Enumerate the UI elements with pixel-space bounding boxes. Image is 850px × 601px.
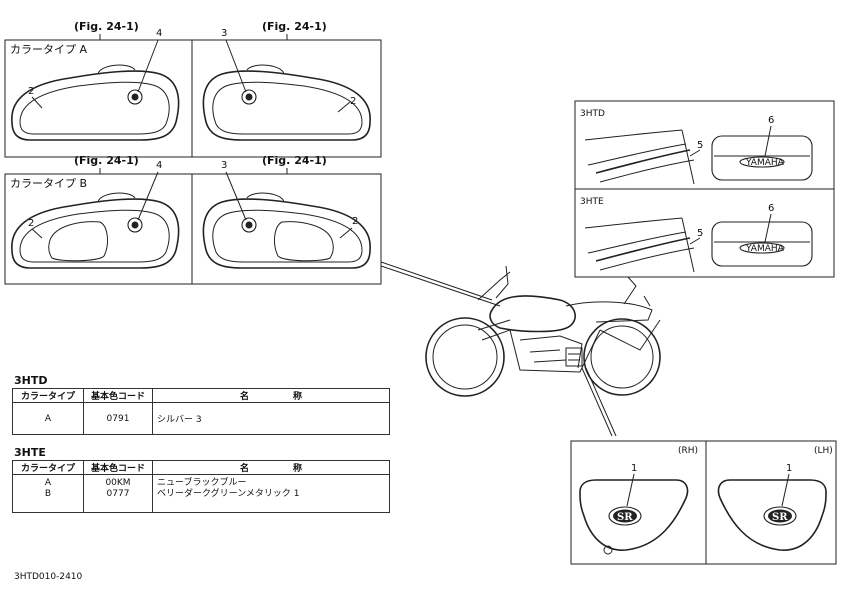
tank-b-left: 4 2 (11, 160, 180, 269)
header-base-color-code: 基本色コード (83, 388, 153, 403)
callout-4-a: 4 (156, 28, 162, 39)
callout-1-rh: 1 (631, 463, 637, 474)
callout-6-3htd: 6 (768, 115, 774, 126)
tank-a-left: 4 2 (11, 28, 180, 141)
header-name: 名称 (152, 388, 390, 403)
motorcycle-illustration (425, 265, 661, 437)
model-3hte: 3HTE (14, 446, 46, 459)
header-color-type: カラータイプ (12, 460, 84, 475)
callout-3-a: 3 (221, 28, 227, 39)
fig-ref-a-left: (Fig. 24-1) (74, 20, 139, 33)
callout-5-3hte: 5 (697, 228, 703, 239)
table-3htd: カラータイプ 基本色コード 名称 A 0791 シルバー 3 (12, 388, 390, 435)
fig-ref-a-right: (Fig. 24-1) (262, 20, 327, 33)
header-base-color-code: 基本色コード (83, 460, 153, 475)
callout-1-lh: 1 (786, 463, 792, 474)
panel-color-type-a (4, 39, 382, 158)
callout-3-b: 3 (221, 160, 227, 171)
emblem-panels: 3HTD 3HTE YAMAHA 6 5 YAMAHA 6 5 (574, 100, 835, 305)
header-color-type: カラータイプ (12, 388, 84, 403)
cell-name: シルバー 3 (152, 402, 390, 435)
drawing-code: 3HTD010-2410 (14, 572, 83, 582)
rh-label: (RH) (678, 446, 698, 456)
callout-2-b-right: 2 (352, 216, 358, 227)
lh-label: (LH) (814, 446, 833, 456)
panel-3htd-label: 3HTD (580, 109, 605, 119)
fig-ref-b-left: (Fig. 24-1) (74, 154, 139, 167)
tank-b-right: 3 2 (202, 160, 371, 269)
color-type-a-label: カラータイプ A (10, 43, 87, 56)
color-type-b-label: カラータイプ B (10, 177, 87, 190)
callout-5-3htd: 5 (697, 140, 703, 151)
cell-name: ニューブラックブルーベリーダークグリーンメタリック 1 (152, 474, 390, 513)
emblem-yamaha-3hte: YAMAHA (745, 244, 785, 254)
callout-4-b: 4 (156, 160, 162, 171)
callout-6-3hte: 6 (768, 203, 774, 214)
table-row: A 0791 シルバー 3 (12, 402, 390, 435)
panel-side-covers (570, 440, 837, 565)
emblem-sr-lh: SR (772, 512, 788, 523)
model-3htd: 3HTD (14, 374, 48, 387)
fuel-tank-panels: (Fig. 24-1) (Fig. 24-1) (Fig. 24-1) (Fig… (4, 20, 501, 307)
callout-2-a-left: 2 (28, 86, 34, 97)
fig-ref-b-right: (Fig. 24-1) (262, 154, 327, 167)
side-cover-panels: (RH) (LH) SR 1 SR 1 (570, 440, 837, 565)
panel-3hte-label: 3HTE (580, 197, 604, 207)
emblem-sr-rh: SR (617, 512, 633, 523)
cell-code: 0791 (83, 402, 153, 435)
panel-color-type-b (4, 173, 382, 285)
header-name: 名称 (152, 460, 390, 475)
callout-2-b-left: 2 (28, 218, 34, 229)
emblem-yamaha-3htd: YAMAHA (745, 158, 785, 168)
callout-2-a-right: 2 (350, 96, 356, 107)
cell-type: A (12, 402, 84, 435)
tank-a-right: 3 2 (202, 28, 371, 141)
